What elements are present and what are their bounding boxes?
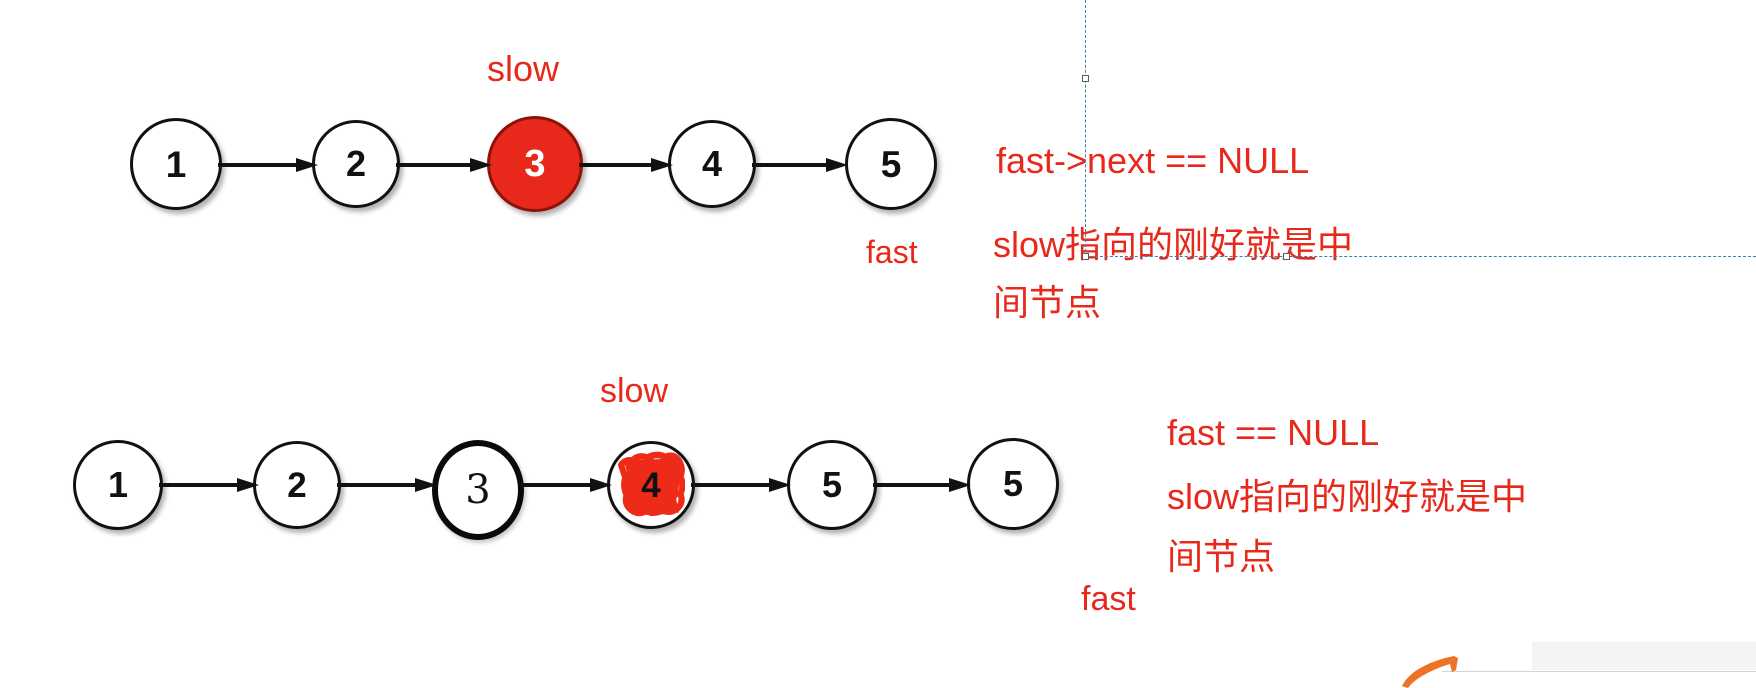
row-2-node-3[interactable]: 3 <box>432 440 524 540</box>
row-2-node-1[interactable]: 1 <box>73 440 163 530</box>
row-1-arrow-2-3 <box>396 158 492 172</box>
row-2-fast-label: fast <box>1081 580 1136 618</box>
row-1-annotation-1: fast->next == NULL <box>996 140 1310 181</box>
selection-frame-bottom-edge[interactable] <box>1085 256 1756 257</box>
row-2-annotation-2: slow指向的刚好就是中 <box>1167 476 1528 517</box>
row-2-node-5-value: 5 <box>821 464 843 505</box>
row-2-arrow-1-2 <box>159 478 259 492</box>
row-2-annotation-1: fast == NULL <box>1167 412 1380 453</box>
row-1-node-1[interactable]: 1 <box>130 118 222 210</box>
row-1-annotation-3: 间节点 <box>993 282 1102 323</box>
row-2-node-5[interactable]: 5 <box>787 440 877 530</box>
selection-handle-bottom-left[interactable] <box>1082 253 1089 260</box>
row-2-node-3-value: 3 <box>465 467 491 513</box>
row-1-node-5[interactable]: 5 <box>845 118 937 210</box>
row-1-node-5-value: 5 <box>880 143 902 185</box>
row-2-node-2-value: 2 <box>287 465 307 505</box>
orange-cursor-mark-icon <box>1398 652 1470 688</box>
row-2-node-4[interactable]: 4 <box>607 441 695 529</box>
row-2-annotation-3: 间节点 <box>1167 536 1276 577</box>
row-1-node-3[interactable]: 3 <box>487 116 583 212</box>
row-1-node-3-value: 3 <box>524 143 546 185</box>
row-1-arrow-1-2 <box>218 158 318 172</box>
selection-frame-left-edge[interactable] <box>1085 0 1086 257</box>
row-1-node-2[interactable]: 2 <box>312 120 400 208</box>
row-1-annotation-2: slow指向的刚好就是中 <box>993 224 1354 265</box>
row-1-arrow-4-5 <box>752 158 848 172</box>
row-2-slow-label: slow <box>600 372 669 410</box>
row-2-node-6-value: 5 <box>1002 463 1024 504</box>
row-2-arrow-3-4 <box>520 478 612 492</box>
selection-handle-middle-left[interactable] <box>1082 75 1089 82</box>
selection-handle-bottom-center[interactable] <box>1283 253 1290 260</box>
row-2-node-6[interactable]: 5 <box>967 438 1059 530</box>
row-2-node-1-value: 1 <box>107 464 129 505</box>
row-1-node-1-value: 1 <box>165 143 187 185</box>
row-1-arrow-3-4 <box>579 158 673 172</box>
row-2-arrow-5-6 <box>873 478 971 492</box>
row-1-node-4-value: 4 <box>701 143 723 184</box>
row-2-arrow-2-3 <box>337 478 437 492</box>
row-1-fast-label: fast <box>866 234 918 270</box>
row-1-slow-label: slow <box>487 48 560 89</box>
row-2-arrow-4-5 <box>691 478 791 492</box>
row-2-node-2[interactable]: 2 <box>253 441 341 529</box>
slide-bottom-divider <box>1442 671 1756 672</box>
row-2-node-4-value: 4 <box>641 465 661 505</box>
slide-bottom-panel <box>1532 642 1756 670</box>
row-1-node-4[interactable]: 4 <box>668 120 756 208</box>
row-1-node-2-value: 2 <box>345 143 367 184</box>
